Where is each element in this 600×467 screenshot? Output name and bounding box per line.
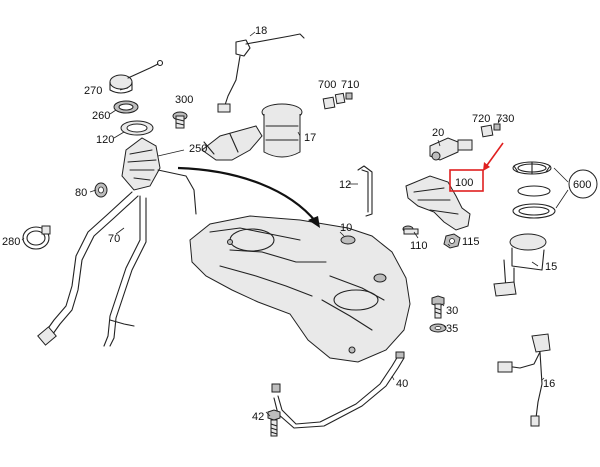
part-600-locking-ring bbox=[512, 161, 569, 219]
callout-20: 20 bbox=[432, 127, 444, 139]
callout-110: 110 bbox=[410, 240, 428, 252]
callout-120: 120 bbox=[96, 134, 114, 146]
part-17-fuel-pump-module bbox=[201, 103, 303, 161]
part-70-fuel-lines bbox=[37, 191, 147, 347]
part-10-fuel-tank bbox=[189, 215, 411, 363]
part-110-bolt bbox=[402, 225, 419, 235]
assembly-arrow bbox=[177, 166, 320, 228]
part-250-filler-neck bbox=[121, 137, 197, 215]
callout-250: 250 bbox=[189, 143, 207, 155]
callout-40: 40 bbox=[396, 378, 408, 390]
highlight-marker bbox=[449, 142, 504, 192]
callout-260: 260 bbox=[92, 110, 110, 122]
callout-10: 10 bbox=[340, 222, 352, 234]
part-15-pump-sender bbox=[493, 233, 547, 297]
callout-70: 70 bbox=[108, 233, 120, 245]
callout-115: 115 bbox=[462, 236, 480, 248]
part-35-washer bbox=[429, 323, 447, 333]
callout-30: 30 bbox=[446, 305, 458, 317]
callout-15: 15 bbox=[545, 261, 557, 273]
part-260-seal-ring bbox=[113, 100, 139, 114]
part-20-sensor bbox=[429, 137, 473, 161]
part-115-nut bbox=[443, 233, 461, 249]
callout-100: 100 bbox=[455, 177, 473, 189]
part-12-bracket bbox=[357, 165, 373, 217]
part-270-filler-cap bbox=[109, 59, 164, 94]
callout-80: 80 bbox=[75, 187, 87, 199]
part-100-highlight-box bbox=[449, 169, 484, 192]
callout-labels: 18 700 710 270 300 260 720 730 17 120 20… bbox=[2, 25, 591, 423]
callout-18: 18 bbox=[255, 25, 267, 37]
callout-710: 710 bbox=[341, 79, 359, 91]
part-80-grommet bbox=[94, 182, 108, 198]
callout-720: 720 bbox=[472, 113, 490, 125]
part-280-hose-clamp bbox=[22, 225, 51, 250]
part-16-wiring-harness bbox=[497, 333, 551, 427]
part-120-filler-ring bbox=[120, 120, 154, 136]
callout-42: 42 bbox=[252, 411, 264, 423]
callout-600: 600 bbox=[573, 179, 591, 191]
part-40-tank-strap bbox=[271, 351, 405, 429]
callout-35: 35 bbox=[446, 323, 458, 335]
part-700-710-connectors bbox=[322, 92, 353, 110]
callout-17: 17 bbox=[304, 132, 316, 144]
part-18-fuel-level-sender bbox=[217, 31, 305, 113]
part-600-callout-circle bbox=[568, 169, 598, 199]
leader-lines bbox=[21, 87, 545, 417]
part-42-bolt bbox=[267, 409, 281, 437]
part-300-screw bbox=[172, 111, 188, 129]
part-100-heat-shield bbox=[405, 175, 471, 231]
callout-280: 280 bbox=[2, 236, 20, 248]
callout-270: 270 bbox=[84, 85, 102, 97]
callout-300: 300 bbox=[175, 94, 193, 106]
callout-12: 12 bbox=[339, 179, 351, 191]
callout-730: 730 bbox=[496, 113, 514, 125]
part-30-bolt bbox=[431, 295, 445, 319]
callout-700: 700 bbox=[318, 79, 336, 91]
part-720-730-connectors bbox=[480, 117, 503, 138]
callout-16: 16 bbox=[543, 378, 555, 390]
